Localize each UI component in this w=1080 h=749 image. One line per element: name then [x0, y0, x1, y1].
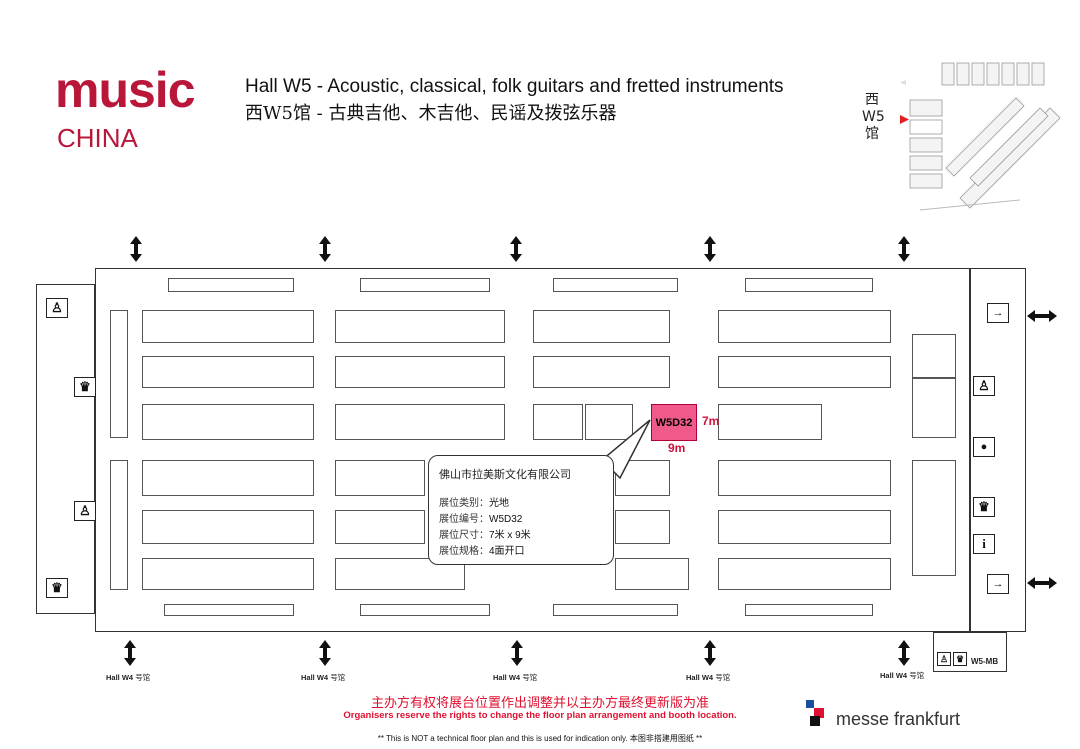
restroom-woman-icon: ♛ — [46, 578, 68, 598]
hall-w4-label: Hall W4 号馆 — [686, 673, 731, 682]
location-minimap — [900, 62, 1061, 211]
entrance-arrow-icon — [898, 236, 910, 262]
booth-width-label: 7m — [702, 414, 720, 428]
hall-w4-label: Hall W4 号馆 — [301, 673, 346, 682]
entrance-arrow-icon — [319, 640, 331, 666]
music-logo-text: music — [55, 62, 196, 118]
booth-info-callout: 佛山市拉美斯文化有限公司 展位类别：光地 展位编号：W5D32 展位尺寸：7米 … — [428, 455, 614, 565]
restroom-woman-icon: ♛ — [973, 497, 995, 517]
left-service-area — [36, 284, 95, 614]
restroom-woman-icon: ♛ — [74, 377, 96, 397]
restroom-man-icon: ♙ — [973, 376, 995, 396]
booth-depth-label: 9m — [668, 441, 686, 455]
entrance-arrow-icon — [124, 640, 136, 666]
restroom-man-icon: ♙ — [46, 298, 68, 318]
entrance-arrow-icon — [319, 236, 331, 262]
exit-icon: → — [987, 303, 1009, 323]
footer-disclaimer-cn: 主办方有权将展台位置作出调整并以主办方最终更新版为准 — [370, 696, 709, 711]
entrance-arrow-icon — [704, 236, 716, 262]
messe-frankfurt-brand: messe frankfurt — [836, 709, 961, 729]
exit-double-arrow-icon — [1027, 310, 1057, 322]
hall-w4-label: Hall W4 号馆 — [106, 673, 151, 682]
china-logo-text: CHINA — [57, 123, 138, 153]
booth-number-row: 展位编号：W5D32 — [439, 514, 523, 525]
booth-type-row: 展位类别：光地 — [439, 498, 509, 509]
exit-icon: → — [987, 574, 1009, 594]
location-marker-label: 西 W5 馆 — [862, 92, 885, 142]
entrance-arrow-icon — [510, 236, 522, 262]
information-icon: i — [973, 534, 995, 554]
hall-w4-label: Hall W4 号馆 — [880, 671, 925, 680]
cafe-icon: ● — [973, 437, 995, 457]
restroom-woman-icon: ♛ — [953, 652, 967, 666]
highlighted-booth-w5d32[interactable]: W5D32 — [651, 404, 697, 441]
footer-note: ** This is NOT a technical floor plan an… — [377, 734, 703, 743]
exhibitor-name: 佛山市拉美斯文化有限公司 — [439, 468, 571, 481]
footer-disclaimer-en: Organisers reserve the rights to change … — [343, 710, 737, 721]
hall-title-en: Hall W5 - Acoustic, classical, folk guit… — [245, 76, 784, 97]
entrance-arrow-icon — [898, 640, 910, 666]
entrance-arrow-icon — [511, 640, 523, 666]
booth-spec-row: 展位规格：4面开口 — [439, 546, 525, 557]
exit-double-arrow-icon — [1027, 577, 1057, 589]
hall-w4-label: Hall W4 号馆 — [493, 673, 538, 682]
w5-mb-label: W5-MB — [971, 657, 999, 666]
restroom-man-icon: ♙ — [74, 501, 96, 521]
entrance-arrow-icon — [704, 640, 716, 666]
booth-size-row: 展位尺寸：7米 x 9米 — [439, 530, 531, 541]
hall-title-cn: 西W5馆 - 古典吉他、木吉他、民谣及拨弦乐器 — [245, 103, 617, 124]
messe-frankfurt-logo-icon — [806, 700, 824, 726]
entrance-arrow-icon — [130, 236, 142, 262]
restroom-man-icon: ♙ — [937, 652, 951, 666]
